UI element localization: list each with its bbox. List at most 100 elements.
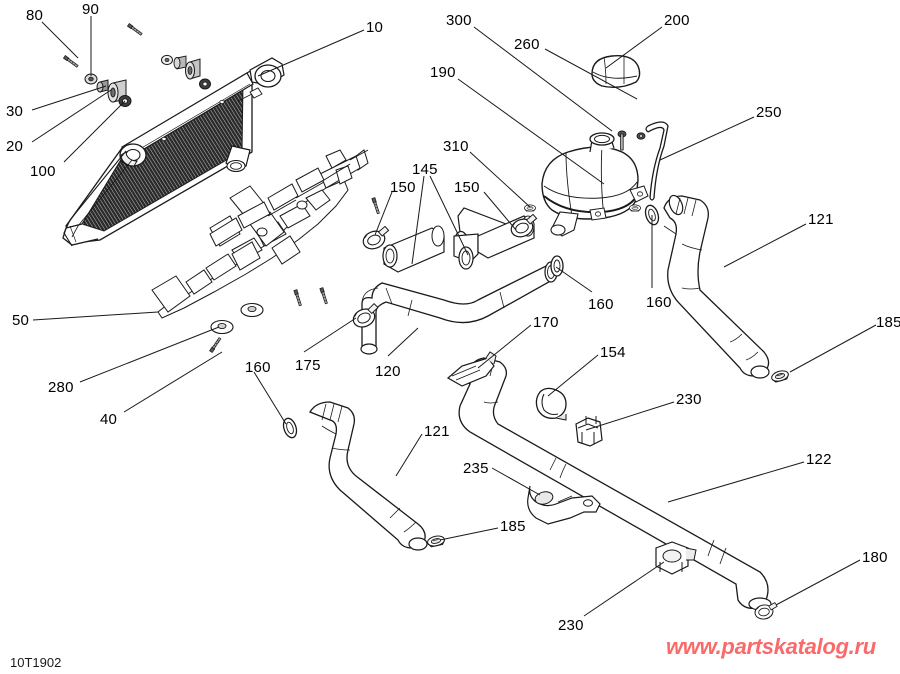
overflow-hose xyxy=(645,121,669,201)
callout-120-25: 120 xyxy=(375,363,401,380)
leader-line-260-4 xyxy=(544,48,638,100)
leader-line-154-27 xyxy=(547,354,599,397)
leader-line-122-30 xyxy=(667,461,805,503)
callout-30-8: 30 xyxy=(6,103,24,120)
leader-line-145-12 xyxy=(411,175,425,265)
clip-300 xyxy=(617,130,627,151)
callout-121-16: 121 xyxy=(808,211,834,228)
callout-300-3: 300 xyxy=(446,12,472,29)
leader-line-185-19 xyxy=(789,324,877,373)
callout-250-7: 250 xyxy=(756,104,782,121)
leader-line-300-3 xyxy=(473,26,613,132)
callout-160-17: 160 xyxy=(588,296,614,313)
coolant-hose-122 xyxy=(455,357,772,611)
hose-clip-230-lower xyxy=(655,541,697,575)
washer-90 xyxy=(84,73,98,85)
callout-90-1: 90 xyxy=(82,1,100,18)
leader-line-150-15 xyxy=(483,191,517,231)
callout-122-30: 122 xyxy=(806,451,832,468)
callout-160-23: 160 xyxy=(245,359,271,376)
leader-line-20-9 xyxy=(31,89,112,143)
leader-line-30-8 xyxy=(31,85,107,111)
callout-200-5: 200 xyxy=(664,12,690,29)
screw-260 xyxy=(636,132,646,140)
callout-80-0: 80 xyxy=(26,7,44,24)
leader-line-80-0 xyxy=(41,21,79,59)
mount-hardware-left xyxy=(63,55,132,107)
grommet-280b xyxy=(240,302,264,318)
spacer-30 xyxy=(96,79,109,93)
figure-code: 10T1902 xyxy=(10,655,62,670)
lower-hardware xyxy=(209,197,381,353)
mount-hardware-upper xyxy=(127,23,211,90)
radiator-assembly xyxy=(62,57,285,247)
leader-line-230-28 xyxy=(585,401,675,431)
callout-190-6: 190 xyxy=(430,64,456,81)
leader-line-250-7 xyxy=(659,116,755,161)
leader-line-185-32 xyxy=(439,527,499,541)
leader-line-200-5 xyxy=(605,26,663,69)
leader-line-40-22 xyxy=(123,351,223,413)
leader-line-10-2 xyxy=(257,29,365,77)
o-ring-160-left xyxy=(282,417,298,439)
leader-line-x-13 xyxy=(429,175,469,256)
callout-235-31: 235 xyxy=(463,460,489,477)
coolant-hose-145 xyxy=(382,207,535,273)
coolant-hose-121-right xyxy=(663,194,770,379)
callout-150-15: 150 xyxy=(454,179,480,196)
leader-line-190-6 xyxy=(457,78,605,185)
leader-line-280-21 xyxy=(79,326,220,383)
callout-40-22: 40 xyxy=(100,411,118,428)
screw-150b xyxy=(319,287,329,305)
screw-310a xyxy=(371,197,381,215)
callout-10-2: 10 xyxy=(366,19,384,36)
screw-40 xyxy=(209,336,222,353)
callout-170-26: 170 xyxy=(533,314,559,331)
leader-line-230-34 xyxy=(583,561,665,617)
coolant-reservoir xyxy=(541,132,649,237)
site-watermark: www.partskatalog.ru xyxy=(666,634,876,659)
callout-150-14: 150 xyxy=(390,179,416,196)
coolant-hose-120 xyxy=(360,261,558,355)
callout-280-21: 280 xyxy=(48,379,74,396)
screw-150a xyxy=(293,289,303,307)
leader-line-160-23 xyxy=(253,371,287,425)
leader-line-50-20 xyxy=(32,311,159,321)
coolant-hose-121-left xyxy=(309,401,428,551)
leader-line-121-29 xyxy=(395,433,423,477)
callout-160-18: 160 xyxy=(646,294,672,311)
callout-310-11: 310 xyxy=(443,138,469,155)
leader-line-310-11 xyxy=(469,151,531,208)
reservoir-cap xyxy=(591,55,641,89)
callout-185-19: 185 xyxy=(876,314,900,331)
callout-230-28: 230 xyxy=(676,391,702,408)
hose-clamp-185-left xyxy=(426,534,446,548)
leader-line-235-31 xyxy=(491,467,541,496)
leader-line-100-10 xyxy=(63,100,126,163)
callout-230-34: 230 xyxy=(558,617,584,634)
clip-310b xyxy=(629,204,641,212)
callout-180-33: 180 xyxy=(862,549,888,566)
callout-50-20: 50 xyxy=(12,312,30,329)
leader-line-170-26 xyxy=(477,324,532,369)
callout-145-12: 145 xyxy=(412,161,438,178)
leader-line-180-33 xyxy=(775,559,861,606)
callout-175-24: 175 xyxy=(295,357,321,374)
leader-line-150-14 xyxy=(374,191,393,236)
callout-260-4: 260 xyxy=(514,36,540,53)
callout-20-9: 20 xyxy=(6,138,24,155)
hose-clamp-185-right xyxy=(769,368,791,384)
leader-line-121-16 xyxy=(723,223,807,268)
leader-line-160-17 xyxy=(555,266,593,293)
callout-185-32: 185 xyxy=(500,518,526,535)
hose-clip-230-upper xyxy=(575,416,603,447)
grommet-280 xyxy=(210,319,234,335)
o-ring-160-center xyxy=(550,255,564,277)
callout-leader-lines xyxy=(31,16,877,617)
clip-310 xyxy=(524,204,536,212)
leader-line-175-24 xyxy=(303,317,357,353)
callout-154-27: 154 xyxy=(600,344,626,361)
leader-line-120-25 xyxy=(387,327,419,357)
